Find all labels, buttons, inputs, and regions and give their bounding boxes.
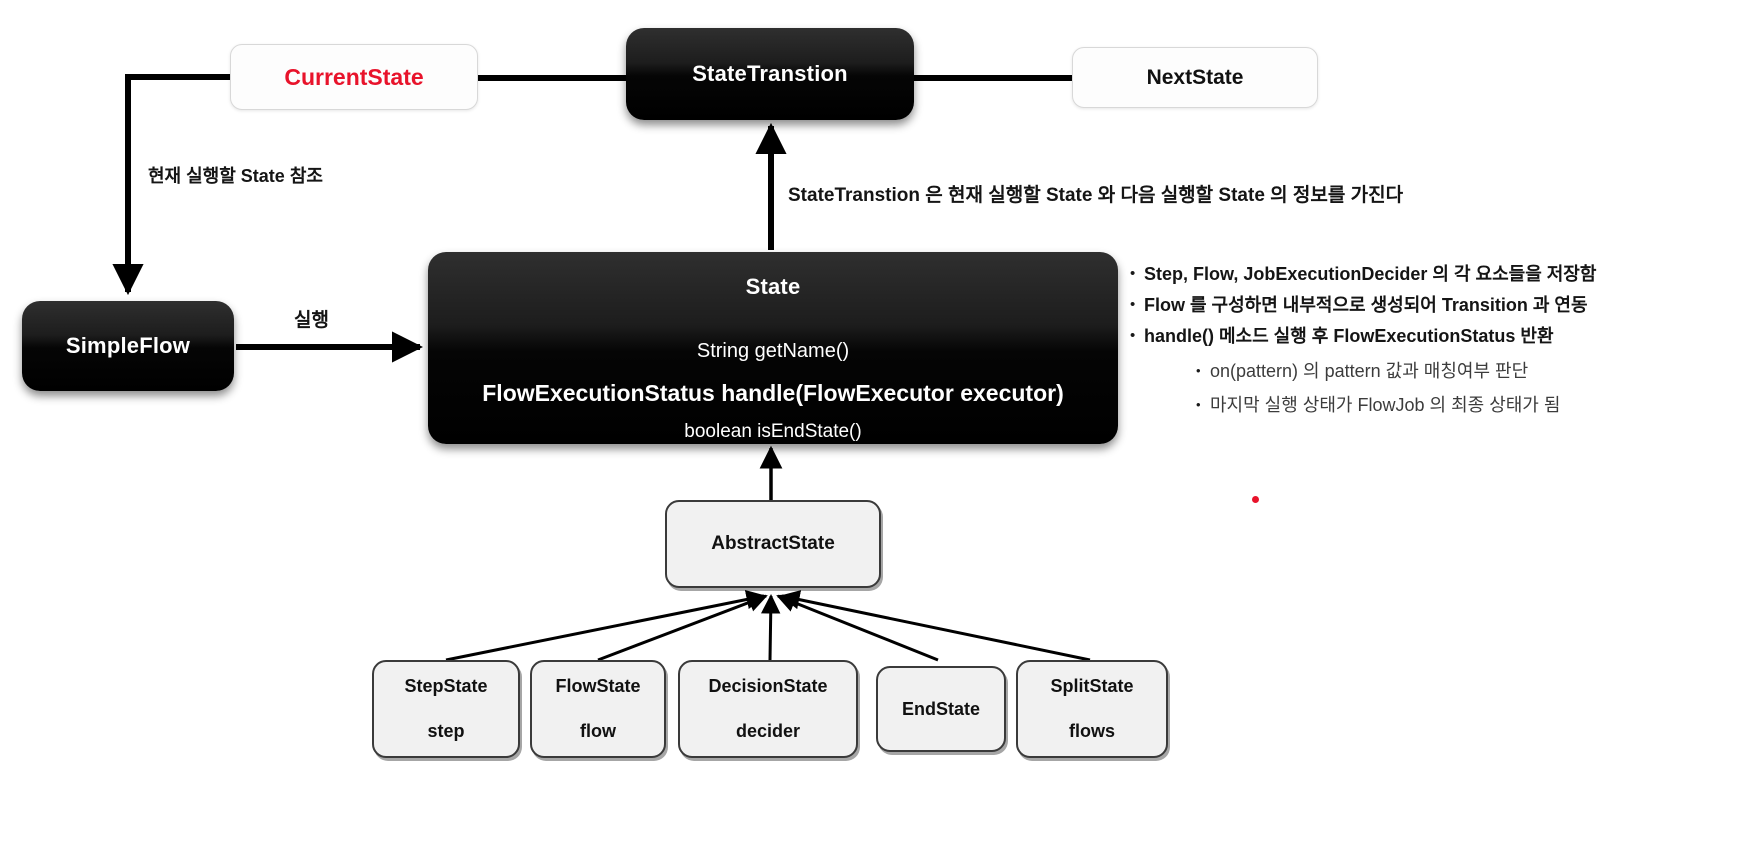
node-state-title: State <box>745 274 801 299</box>
node-decision-state[interactable]: DecisionState decider <box>678 660 858 758</box>
node-state-method-is-end-state: boolean isEndState() <box>684 421 862 442</box>
note-item-text: handle() 메소드 실행 후 FlowExecutionStatus 반환 <box>1144 326 1554 346</box>
bullet-icon: • <box>1130 296 1136 313</box>
edge-splitstate-abstractstate <box>780 590 1091 662</box>
node-end-state-label: EndState <box>901 698 980 719</box>
note-item: • Flow 를 구성하면 내부적으로 생성되어 Transition 과 연동 <box>1130 294 1730 316</box>
edge-label-transition-note: StateTranstion 은 현재 실행할 State 와 다음 실행할 S… <box>788 185 1404 206</box>
node-state-method-handle: FlowExecutionStatus handle(FlowExecutor … <box>482 380 1064 406</box>
bullet-icon: • <box>1130 265 1136 282</box>
node-current-state-label: CurrentState <box>284 63 424 90</box>
note-item: • Step, Flow, JobExecutionDecider 의 각 요소… <box>1130 263 1730 285</box>
edge-decisionstate-abstractstate <box>760 594 781 661</box>
node-end-state[interactable]: EndState <box>876 666 1006 752</box>
node-step-state[interactable]: StepState step <box>372 660 520 758</box>
node-step-state-label: StepState <box>404 676 488 696</box>
note-item-text: Flow 를 구성하면 내부적으로 생성되어 Transition 과 연동 <box>1144 295 1588 315</box>
node-simple-flow-label: SimpleFlow <box>65 333 191 358</box>
red-dot-marker <box>1252 496 1259 503</box>
bullet-icon: • <box>1196 363 1201 378</box>
bullet-icon: • <box>1130 327 1136 344</box>
edge-stepstate-abstractstate <box>445 589 766 662</box>
edge-flowstate-abstractstate <box>597 593 768 662</box>
node-current-state[interactable]: CurrentState <box>230 44 478 110</box>
node-abstract-state-label: AbstractState <box>711 533 835 554</box>
note-item: • handle() 메소드 실행 후 FlowExecutionStatus … <box>1130 325 1730 347</box>
notes-list: • Step, Flow, JobExecutionDecider 의 각 요소… <box>1130 263 1730 428</box>
node-split-state[interactable]: SplitState flows <box>1016 660 1168 758</box>
notes-sub-list: • on(pattern) 의 pattern 값과 매칭여부 판단 • 마지막… <box>1196 360 1730 416</box>
edge-endstate-abstractstate <box>776 593 939 662</box>
node-state-method-get-name: String getName() <box>696 340 850 362</box>
node-simple-flow[interactable]: SimpleFlow <box>22 301 234 391</box>
node-split-state-label: SplitState <box>1050 676 1134 696</box>
node-flow-state-field: flow <box>580 721 616 741</box>
node-next-state[interactable]: NextState <box>1072 47 1318 108</box>
note-sub-item-text: 마지막 실행 상태가 FlowJob 의 최종 상태가 됨 <box>1210 395 1561 415</box>
note-sub-item: • on(pattern) 의 pattern 값과 매칭여부 판단 <box>1196 360 1730 382</box>
node-state-transtion-label: StateTranstion <box>692 61 848 86</box>
node-state-transtion[interactable]: StateTranstion <box>626 28 914 120</box>
note-sub-item: • 마지막 실행 상태가 FlowJob 의 최종 상태가 됨 <box>1196 394 1730 416</box>
node-decision-state-label: DecisionState <box>708 676 828 696</box>
node-state[interactable]: State String getName() FlowExecutionStat… <box>428 252 1118 444</box>
node-step-state-field: step <box>427 721 465 741</box>
node-split-state-field: flows <box>1068 721 1115 741</box>
edge-label-execute: 실행 <box>294 310 329 331</box>
node-flow-state-label: FlowState <box>555 676 641 696</box>
edge-label-current-state-ref: 현재 실행할 State 참조 <box>148 166 323 186</box>
node-next-state-label: NextState <box>1146 65 1244 89</box>
node-decision-state-field: decider <box>735 721 801 741</box>
note-item-text: Step, Flow, JobExecutionDecider 의 각 요소들을… <box>1144 264 1597 284</box>
node-abstract-state[interactable]: AbstractState <box>665 500 881 588</box>
note-sub-item-text: on(pattern) 의 pattern 값과 매칭여부 판단 <box>1210 361 1529 381</box>
node-flow-state[interactable]: FlowState flow <box>530 660 666 758</box>
bullet-icon: • <box>1196 397 1201 412</box>
